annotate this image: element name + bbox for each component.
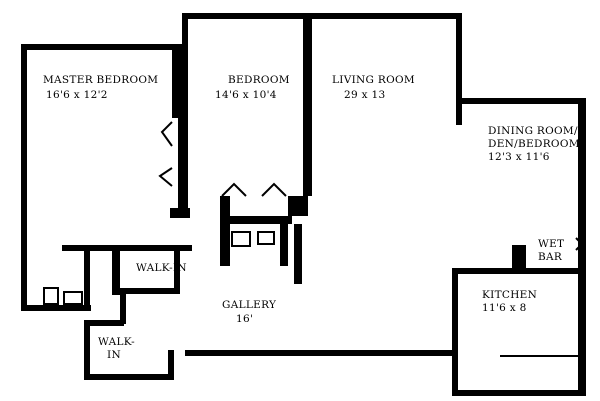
door-swings [43, 15, 584, 390]
room-bedroom: BEDROOM 14'6 x 10'4 [215, 74, 290, 101]
room-name: BEDROOM [228, 74, 290, 86]
room-kitchen: KITCHEN 11'6 x 8 [482, 289, 537, 314]
room-wet-bar: WET BAR [538, 238, 564, 263]
room-name: WALK-IN [136, 262, 187, 274]
room-living-room: LIVING ROOM 29 x 13 [332, 74, 415, 101]
room-size: 16'6 x 12'2 [46, 89, 108, 101]
room-name: GALLERY [222, 299, 277, 311]
room-walk-in-2: WALK- IN [98, 336, 135, 361]
room-name-line1: DINING ROOM/ [488, 125, 578, 137]
room-name-line2: BAR [538, 251, 563, 263]
room-name-line1: WALK- [98, 336, 135, 348]
room-size: 29 x 13 [344, 89, 385, 101]
room-gallery: GALLERY 16' [222, 299, 277, 325]
room-walk-in-1: WALK-IN [136, 262, 187, 274]
room-name: LIVING ROOM [332, 74, 415, 86]
room-name-line1: WET [538, 238, 564, 250]
room-master-bedroom: MASTER BEDROOM 16'6 x 12'2 [43, 74, 158, 101]
room-name: MASTER BEDROOM [43, 74, 158, 86]
room-size: 14'6 x 10'4 [215, 89, 277, 101]
room-name-line2: DEN/BEDROOM [488, 138, 580, 150]
room-dining-room: DINING ROOM/ DEN/BEDROOM 12'3 x 11'6 [488, 125, 580, 163]
room-name: KITCHEN [482, 289, 537, 301]
walls [21, 13, 586, 396]
room-size: 11'6 x 8 [482, 302, 527, 314]
room-name-line2: IN [107, 349, 121, 361]
room-size: 12'3 x 11'6 [488, 151, 550, 163]
room-size: 16' [236, 313, 253, 325]
